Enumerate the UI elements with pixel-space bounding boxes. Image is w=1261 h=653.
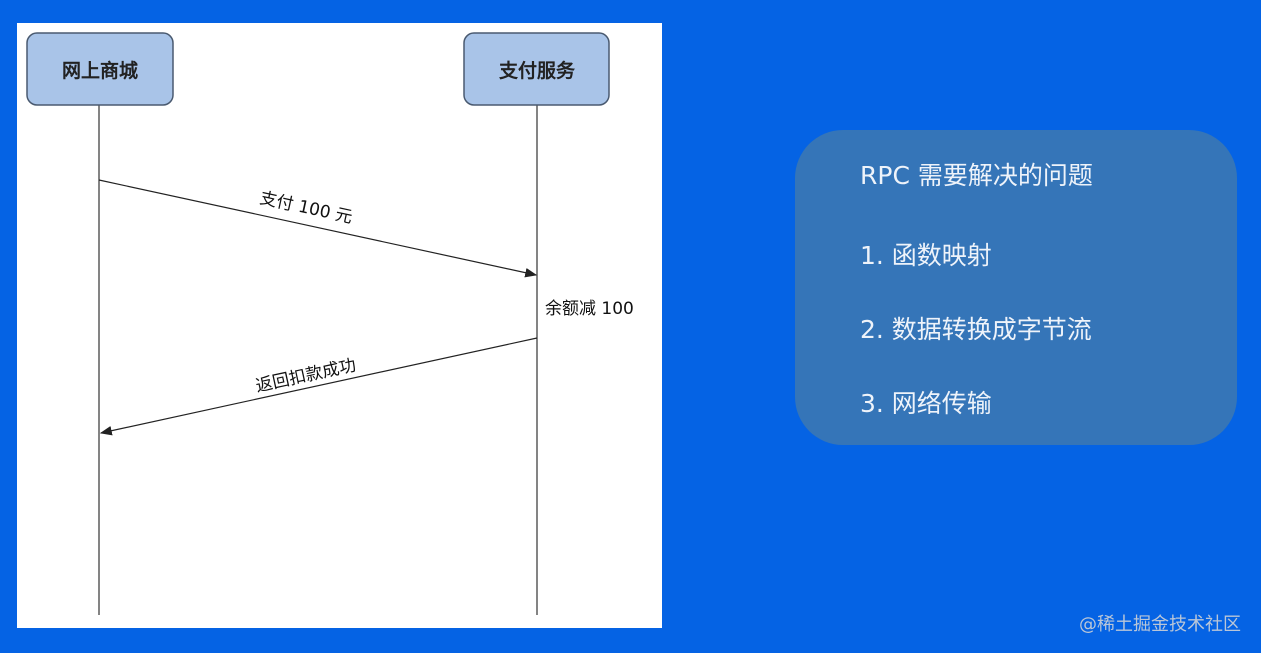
rpc-problems-card: RPC 需要解决的问题 1. 函数映射 2. 数据转换成字节流 3. 网络传输 (795, 130, 1237, 445)
card-item: 1. 函数映射 (860, 241, 992, 270)
watermark: @稀土掘金技术社区 (1079, 614, 1241, 635)
card-title: RPC 需要解决的问题 (860, 161, 1093, 190)
message-label-pay: 支付 100 元 (258, 188, 354, 228)
actor-payment-service[interactable]: 支付服务 (463, 32, 610, 106)
sequence-diagram: 网上商城 支付服务 支付 100 元 余额减 100 返回扣款成功 (26, 32, 634, 615)
actor-mall[interactable]: 网上商城 (26, 32, 174, 106)
actor-mall-label: 网上商城 (62, 59, 138, 82)
card-item: 2. 数据转换成字节流 (860, 315, 1092, 344)
note-balance: 余额减 100 (545, 299, 634, 319)
card-item: 3. 网络传输 (860, 389, 992, 418)
message-arrow-return (99, 337, 538, 436)
actor-payment-label: 支付服务 (498, 59, 576, 82)
sequence-diagram-panel: 网上商城 支付服务 支付 100 元 余额减 100 返回扣款成功 (17, 23, 662, 628)
message-label-return: 返回扣款成功 (254, 355, 358, 396)
message-arrow-pay (98, 179, 538, 278)
